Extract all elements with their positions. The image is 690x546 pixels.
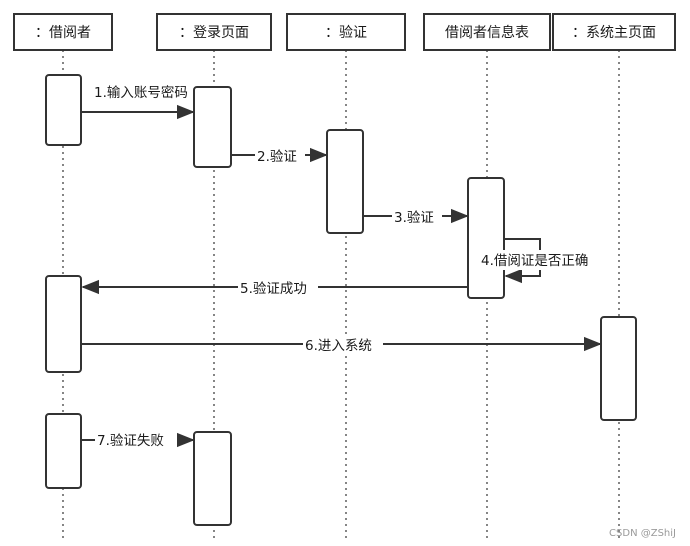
participant-label: ：系统主页面 — [572, 25, 656, 41]
participant-label: 借阅者信息表 — [445, 24, 529, 41]
activation-main-1 — [600, 316, 637, 421]
message-label-4: 4.借阅证是否正确 — [481, 253, 588, 269]
activation-login-2 — [193, 431, 232, 526]
participant-info: 借阅者信息表 — [423, 13, 551, 51]
activation-info-1 — [467, 177, 505, 299]
message-label-2: 2.验证 — [257, 149, 297, 165]
message-label-3: 3.验证 — [394, 210, 434, 226]
activation-verify-1 — [326, 129, 364, 234]
activations — [45, 74, 637, 526]
activation-borrower-3 — [45, 413, 82, 489]
message-label-5: 5.验证成功 — [240, 281, 307, 297]
watermark: CSDN @ZShiJ — [609, 528, 676, 539]
participant-label: ：借阅者 — [35, 25, 91, 41]
message-labels: 1.输入账号密码 2.验证 3.验证 4.借阅证是否正确 5.验证成功 6.进入… — [90, 82, 605, 450]
lifelines — [62, 50, 620, 540]
participant-main: ：系统主页面 — [552, 13, 676, 51]
message-label-1: 1.输入账号密码 — [94, 84, 188, 101]
participant-login: ：登录页面 — [156, 13, 272, 51]
participant-borrower: ：借阅者 — [13, 13, 113, 51]
message-label-6: 6.进入系统 — [305, 338, 372, 354]
participant-verify: ：验证 — [286, 13, 406, 51]
activation-borrower-1 — [45, 74, 82, 146]
message-label-7: 7.验证失败 — [97, 433, 164, 449]
participants: ：借阅者 ：登录页面 ：验证 借阅者信息表 ：系统主页面 — [13, 13, 676, 51]
participant-label: ：验证 — [325, 25, 367, 41]
activation-borrower-2 — [45, 275, 82, 373]
participant-label: ：登录页面 — [179, 25, 249, 41]
activation-login-1 — [193, 86, 232, 168]
